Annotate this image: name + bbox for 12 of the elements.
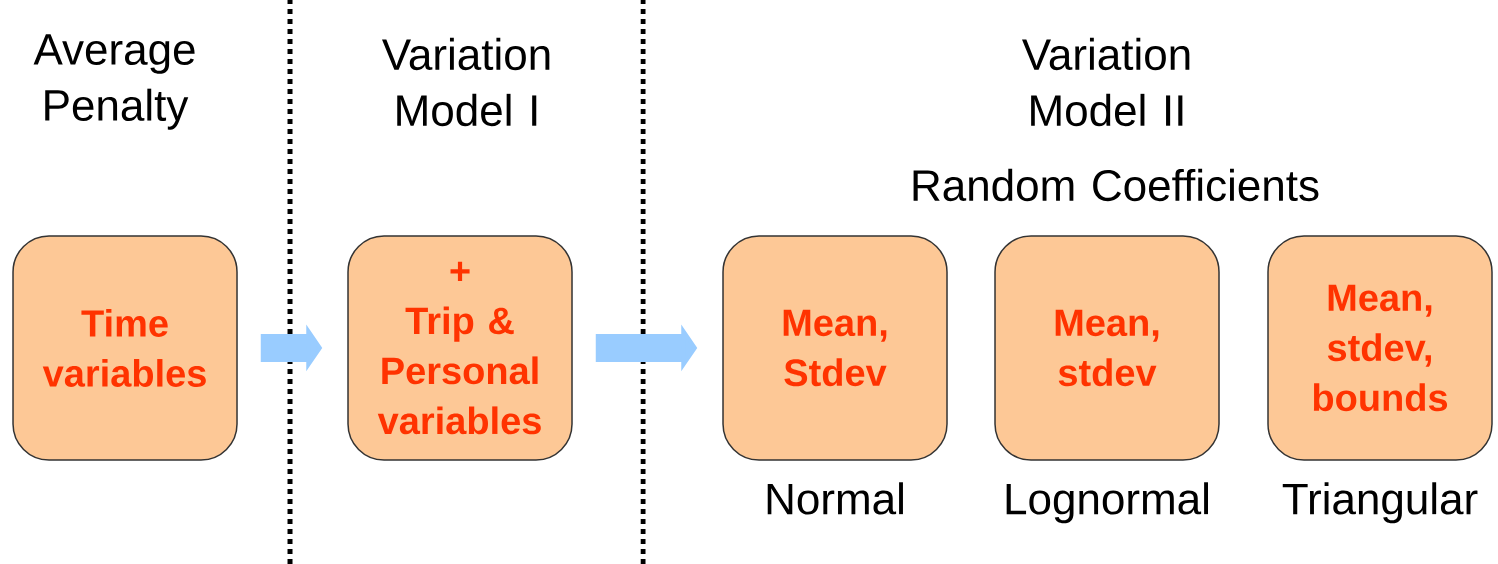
- node-label: Normal: [767, 482, 903, 515]
- heading: Random Coefficients: [913, 168, 1319, 202]
- heading: Variation Model II: [1022, 37, 1190, 127]
- node-label: Triangular: [1282, 482, 1478, 524]
- process-box: Mean, stdev, bounds: [1267, 235, 1493, 461]
- heading: Average Penalty: [33, 34, 195, 130]
- process-box: Mean, stdev: [994, 235, 1220, 461]
- heading: Variation Model I: [382, 37, 550, 127]
- process-box: + Trip & Personal variables: [347, 235, 573, 461]
- process-box: Mean, Stdev: [722, 235, 948, 461]
- node-label: Lognormal: [1006, 482, 1208, 524]
- process-box: Time variables: [12, 235, 238, 461]
